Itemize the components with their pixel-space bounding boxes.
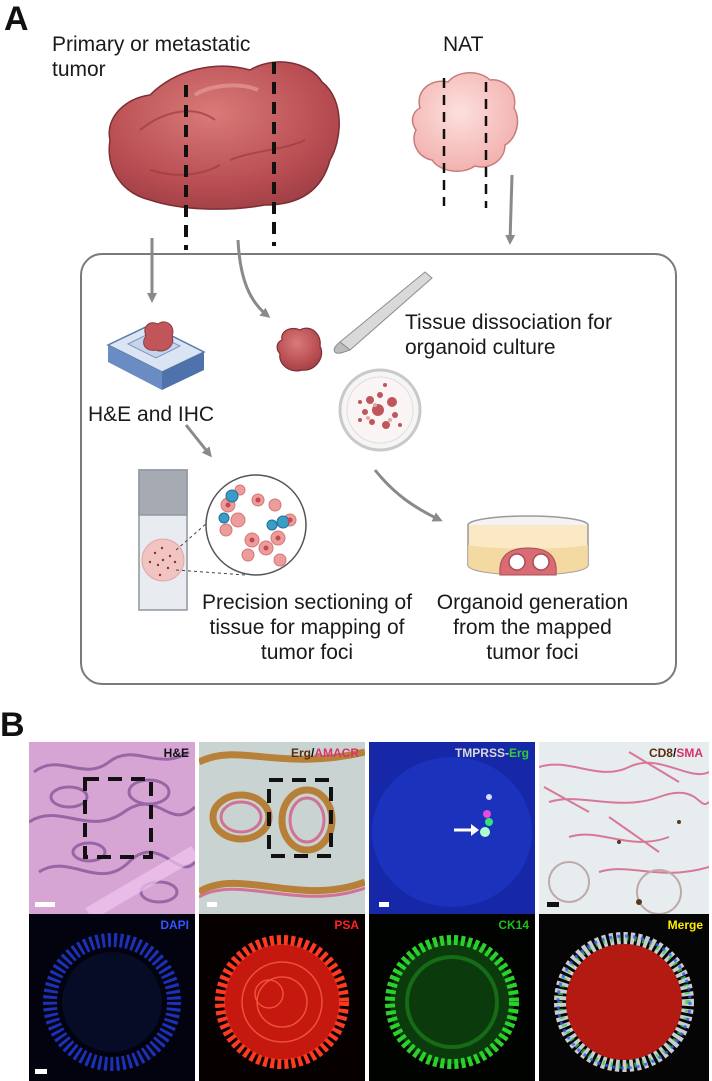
cd8-sma-label: CD8/SMA	[648, 746, 703, 760]
tmprss-erg-label: TMPRSS-Erg	[454, 746, 529, 760]
scale-bar	[35, 1069, 47, 1074]
panel-a-illustration	[106, 61, 589, 611]
he-image-tile: H&E	[29, 742, 195, 914]
petri-dish-illustration	[338, 368, 422, 452]
primary-tumor-label: Primary or metastatic tumor	[52, 33, 251, 81]
sectioning-label: Precision sectioning of tissue for mappi…	[201, 591, 413, 664]
scalpel-illustration	[333, 271, 433, 354]
ck14-label: CK14	[498, 918, 529, 932]
tissue-piece-illustration	[276, 327, 323, 372]
organoid-label: Organoid generation from the mapped tumo…	[436, 591, 629, 664]
panel-a-letter: A	[4, 0, 29, 38]
tissue-cassette-illustration	[106, 321, 206, 390]
primary-tumor-illustration	[108, 61, 340, 210]
organoid-dish-illustration	[467, 515, 589, 576]
panel-b-letter: B	[0, 706, 25, 744]
cell-zoom-illustration	[205, 474, 307, 576]
scale-bar	[35, 902, 55, 907]
cd8-sma-image-tile: CD8/SMA	[539, 742, 709, 914]
scale-bar	[547, 902, 559, 907]
erg-amacr-image-tile: Erg/AMACR	[199, 742, 365, 914]
tmprss-erg-image-tile: TMPRSS-Erg	[369, 742, 535, 914]
scale-bar	[207, 902, 217, 907]
dapi-image-tile: DAPI	[29, 914, 195, 1081]
merge-image-tile: Merge	[539, 914, 709, 1081]
slide-illustration	[138, 469, 188, 611]
scale-bar	[379, 902, 389, 907]
psa-label: PSA	[334, 918, 359, 932]
nat-illustration	[411, 72, 519, 172]
he-ihc-label: H&E and IHC	[88, 403, 215, 426]
he-label: H&E	[163, 746, 189, 760]
dapi-label: DAPI	[160, 918, 189, 932]
erg-amacr-label: Erg/AMACR	[290, 746, 359, 760]
dissociation-label: Tissue dissociation for organoid culture	[405, 311, 612, 359]
merge-label: Merge	[667, 918, 703, 932]
psa-image-tile: PSA	[199, 914, 365, 1081]
nat-label: NAT	[443, 33, 484, 56]
ck14-image-tile: CK14	[369, 914, 535, 1081]
workflow-box	[80, 253, 677, 685]
